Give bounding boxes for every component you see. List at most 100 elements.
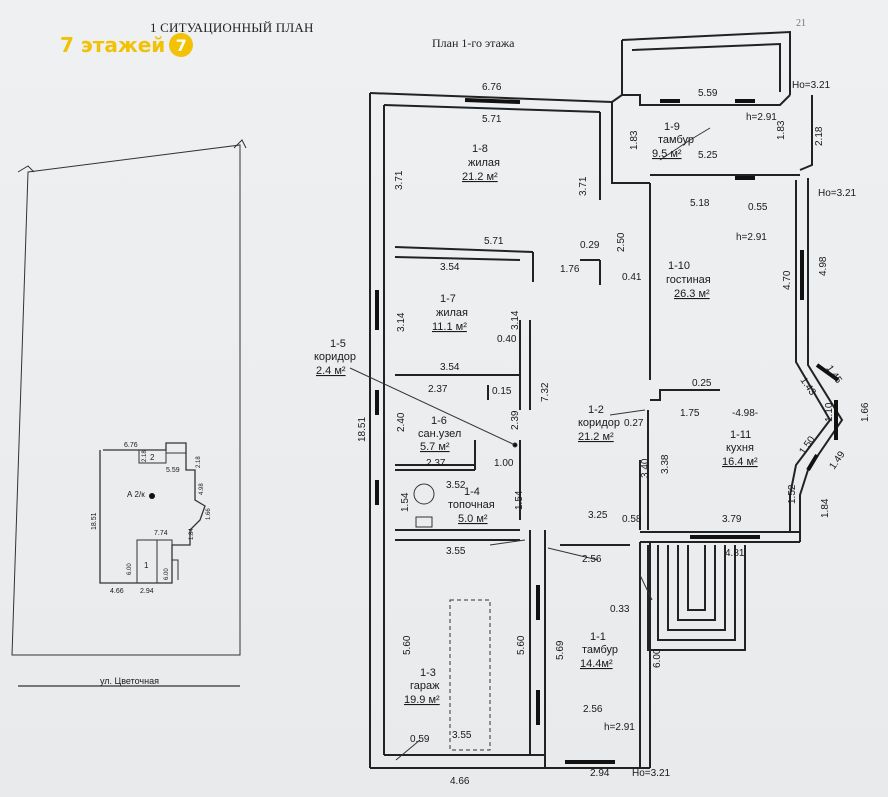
room-1-10-name: гостиная xyxy=(666,274,711,286)
dim-498: 4.98 xyxy=(818,256,829,276)
dim-250: 2.50 xyxy=(616,232,627,252)
dim-ho321b: Hо=3.21 xyxy=(818,188,857,199)
street-label: ул. Цветочная xyxy=(100,676,159,686)
dim-256a: 2.56 xyxy=(582,554,602,565)
site-dim-559: 5.59 xyxy=(166,467,180,474)
dim-027: 0.27 xyxy=(624,418,644,429)
dim-058: 0.58 xyxy=(622,514,642,525)
dim-184: 1.84 xyxy=(820,498,831,518)
room-1-2-area: 21.2 м² xyxy=(578,431,614,443)
boiler-icon xyxy=(413,483,435,505)
leader-dot xyxy=(512,442,518,448)
leader-line-corridor xyxy=(349,367,516,446)
room-1-8-id: 1-8 xyxy=(472,143,488,155)
dim-571b: 5.71 xyxy=(484,236,504,247)
dim-379: 3.79 xyxy=(722,514,742,525)
dim-466: 4.66 xyxy=(450,776,470,787)
site-dim-294: 2.94 xyxy=(140,588,154,595)
floor-plan-walls xyxy=(369,30,844,769)
dim-029: 0.29 xyxy=(580,240,600,251)
dim-355a: 3.55 xyxy=(446,546,466,557)
dim-h291c: h=2.91 xyxy=(604,722,635,733)
dim-371a: 3.71 xyxy=(394,170,405,190)
room-1-1-area: 14.4м² xyxy=(580,658,613,670)
dim-150: 1.50 xyxy=(797,434,817,457)
site-unit-1-label: 1 xyxy=(144,561,149,570)
dim-571a: 5.71 xyxy=(482,114,502,125)
site-plan xyxy=(11,139,247,687)
room-1-4-id: 1-4 xyxy=(464,486,480,498)
room-1-3-area: 19.9 м² xyxy=(404,694,440,706)
room-1-7-area: 11.1 м² xyxy=(432,321,467,333)
room-1-3-name: гараж xyxy=(410,680,440,692)
dim-314a: 3.14 xyxy=(396,312,407,332)
site-dim-218b: 2.18 xyxy=(196,456,202,468)
dim-569: 5.69 xyxy=(555,640,566,660)
dim-149: 1.49 xyxy=(827,449,847,472)
dim-560a: 5.60 xyxy=(402,635,413,655)
floor-plan-windows xyxy=(375,98,840,764)
dim-498b: -4.98- xyxy=(732,408,758,419)
site-dim-184: 1.84 xyxy=(189,528,195,540)
watermark-logo: 7 этажей 7 xyxy=(60,33,194,57)
boiler-unit xyxy=(415,516,433,528)
site-boundary xyxy=(11,144,241,656)
room-1-7-id: 1-7 xyxy=(440,293,456,305)
room-1-6-id: 1-6 xyxy=(431,415,447,427)
dim-183a: 1.83 xyxy=(629,130,640,150)
room-1-2-id: 1-2 xyxy=(588,404,604,416)
site-plan-labels: ул. Цветочная А 2/к 1 2 6.76 2.18 5.59 2… xyxy=(91,442,212,686)
dim-h291a: h=2.91 xyxy=(746,112,777,123)
dim-352: 3.52 xyxy=(446,480,466,491)
site-marker-dot xyxy=(149,493,155,499)
room-1-6-name: сан.узел xyxy=(418,428,461,440)
dim-h291b: h=2.91 xyxy=(736,232,767,243)
site-dim-width-top: 6.76 xyxy=(124,442,138,449)
room-1-1-id: 1-1 xyxy=(590,631,606,643)
garage-pit xyxy=(449,599,491,751)
dim-015: 0.15 xyxy=(492,386,512,397)
site-house-outline xyxy=(99,442,206,584)
dim-559: 5.59 xyxy=(698,88,718,99)
room-1-2-name: коридор xyxy=(578,417,620,429)
room-1-11-name: кухня xyxy=(726,442,754,454)
page-number: 21 xyxy=(796,18,806,29)
dim-145: 1.45 xyxy=(824,363,844,386)
dim-166: 1.66 xyxy=(860,402,871,422)
room-1-1-name: тамбур xyxy=(582,644,618,656)
dim-218: 2.18 xyxy=(814,126,825,146)
room-1-5-id: 1-5 xyxy=(330,338,346,350)
watermark-text: 7 этажей xyxy=(60,33,166,57)
site-dim-774: 7.74 xyxy=(154,530,168,537)
dim-1851: 18.51 xyxy=(357,417,368,442)
site-house-steps xyxy=(157,539,179,580)
dim-154a: 1.54 xyxy=(400,492,411,512)
site-marker-top xyxy=(17,165,35,173)
site-dim-600b: 6.00 xyxy=(164,568,170,580)
dim-237a: 2.37 xyxy=(428,384,448,395)
dim-152: 1.52 xyxy=(787,484,798,504)
dim-371b: 3.71 xyxy=(578,176,589,196)
room-1-9-name: тамбур xyxy=(658,134,694,146)
dim-040: 0.40 xyxy=(497,334,517,345)
room-1-5-name: коридор xyxy=(314,351,356,363)
room-1-6-area: 5.7 м² xyxy=(420,441,450,453)
room-1-11-id: 1-11 xyxy=(730,429,751,441)
site-dim-600a: 6.00 xyxy=(127,563,133,575)
dim-025: 0.25 xyxy=(692,378,712,389)
dim-110: 1.10 xyxy=(824,402,835,422)
site-dim-218a: 2.18 xyxy=(142,450,148,462)
room-1-4-name: топочная xyxy=(448,499,495,511)
room-1-3-id: 1-3 xyxy=(420,667,436,679)
dim-154b: 1.54 xyxy=(514,490,525,510)
dim-560b: 5.60 xyxy=(516,635,527,655)
dim-325: 3.25 xyxy=(588,510,608,521)
site-plan-title: 1 СИТУАЦИОННЫЙ ПЛАН xyxy=(150,20,314,35)
room-1-8-name: жилая xyxy=(468,157,500,169)
dim-355b: 3.55 xyxy=(452,730,472,741)
dim-525: 5.25 xyxy=(698,150,718,161)
floor-plan-details xyxy=(349,127,711,761)
room-1-7-name: жилая xyxy=(436,307,468,319)
dim-338: 3.38 xyxy=(660,454,671,474)
